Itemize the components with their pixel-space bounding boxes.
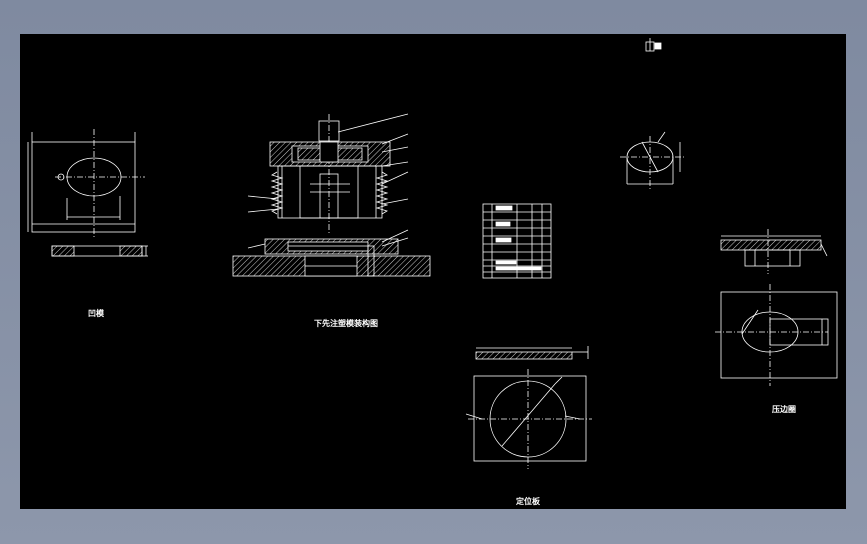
locating-plate-title: 定位板 — [515, 496, 541, 506]
parts-list-table — [482, 203, 552, 279]
assembly-view — [232, 113, 431, 277]
die-title: 凹模 — [88, 308, 105, 318]
pin-detail — [620, 131, 685, 189]
die-view — [27, 129, 148, 257]
drawing-canvas[interactable]: 凹模 下先注塑模装构图 定位板 压边圈 — [20, 34, 846, 509]
cad-drawing: 凹模 下先注塑模装构图 定位板 压边圈 — [27, 38, 838, 506]
locating-plate-view — [465, 346, 592, 469]
die-outline — [31, 141, 136, 233]
surface-finish-symbol — [645, 38, 662, 52]
press-ring-view — [715, 229, 838, 386]
assembly-title: 下先注塑模装构图 — [314, 318, 378, 328]
press-ring-title: 压边圈 — [772, 404, 796, 414]
